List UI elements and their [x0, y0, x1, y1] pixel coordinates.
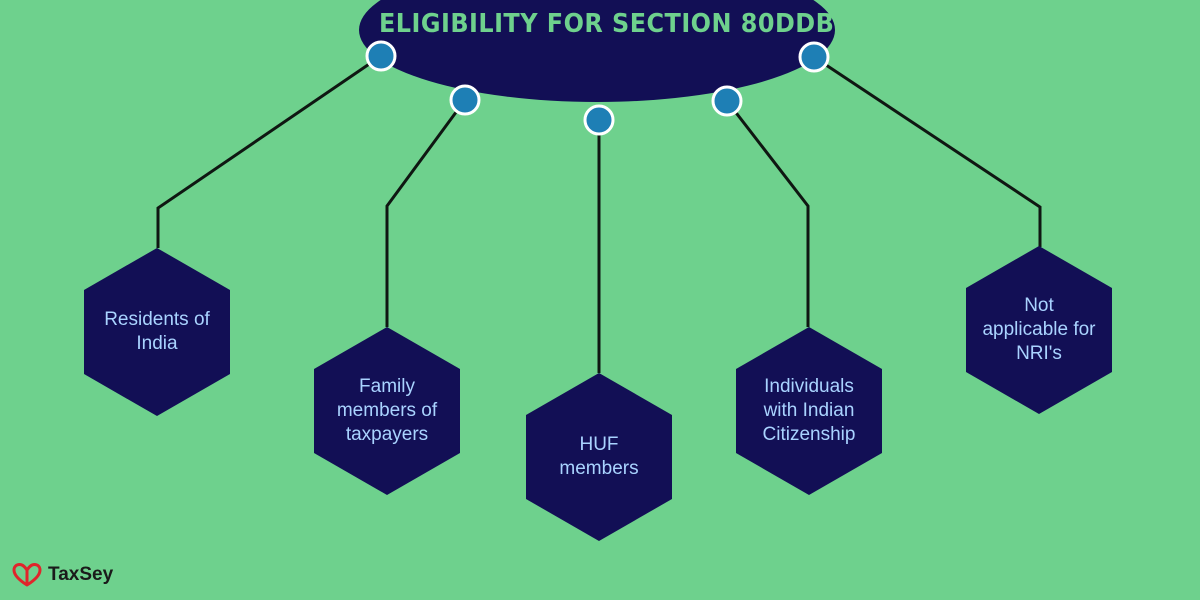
hex-individuals: [736, 327, 882, 495]
node-label-huf: HUF members: [534, 415, 664, 499]
node-label-nri: Not applicable for NRI's: [974, 288, 1104, 372]
connector-nri: [813, 55, 1042, 247]
taxsey-logo-text: TaxSey: [48, 564, 114, 585]
taxsey-logo: TaxSey: [12, 562, 113, 588]
dot-residents: [365, 40, 397, 72]
node-family-line-1: Family: [359, 376, 415, 397]
dot-individuals: [711, 85, 743, 117]
dot-huf: [583, 104, 615, 136]
hex-huf: [526, 373, 672, 541]
node-residents-line-2: India: [136, 333, 178, 354]
node-family-line-2: members of: [336, 400, 438, 421]
node-residents-line-1: Residents of: [104, 309, 210, 330]
connector-family: [385, 99, 467, 327]
node-nri-line-3: NRI's: [1016, 343, 1062, 364]
dot-family: [449, 84, 481, 116]
hex-nri: [966, 246, 1112, 414]
node-label-individuals: Individuals with Indian Citizenship: [744, 369, 874, 453]
node-label-residents: Residents of India: [92, 290, 222, 374]
hex-family: [314, 327, 460, 495]
taxsey-logo-icon: [12, 563, 42, 587]
hex-residents: [84, 248, 230, 416]
node-family-line-3: taxpayers: [345, 424, 429, 445]
node-huf-line-1: HUF: [579, 434, 619, 455]
node-nri-line-2: applicable for: [982, 319, 1096, 340]
node-individuals-line-3: Citizenship: [762, 424, 856, 445]
dot-nri: [798, 41, 830, 73]
node-label-family: Family members of taxpayers: [322, 369, 452, 453]
node-individuals-line-2: with Indian: [763, 400, 855, 421]
connector-individuals: [725, 100, 810, 327]
header-ellipse: [359, 0, 835, 102]
connector-residents: [156, 54, 382, 248]
node-nri-line-1: Not: [1024, 295, 1054, 316]
node-huf-line-2: members: [559, 458, 639, 479]
node-individuals-line-1: Individuals: [764, 376, 854, 397]
diagram-title: ELIGIBILITY FOR SECTION 80DDB: [379, 9, 835, 39]
